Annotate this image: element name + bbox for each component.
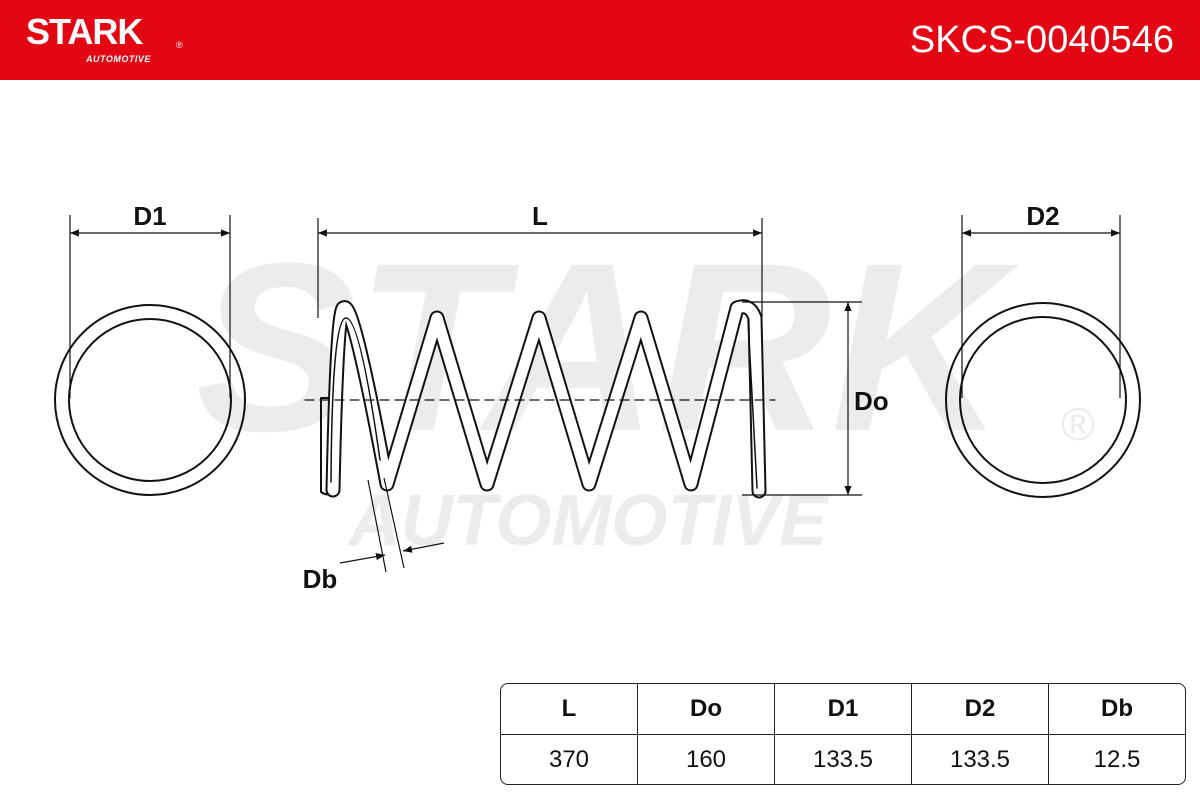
label-l: L	[532, 201, 548, 231]
label-d2: D2	[1026, 201, 1059, 231]
dimension-d1: D1	[69, 201, 231, 398]
watermark-subtitle: AUTOMOTIVE	[347, 481, 830, 561]
dimension-do: Do	[742, 301, 889, 496]
end-ring-right	[945, 302, 1141, 498]
dimension-d2: D2	[961, 201, 1121, 398]
value-cell: 160	[637, 735, 774, 784]
brand-subtitle: AUTOMOTIVE	[86, 54, 151, 64]
header-cell: D1	[774, 684, 911, 734]
brand-logo: STARK ® AUTOMOTIVE	[26, 11, 183, 65]
header-cell: L	[561, 695, 577, 722]
registered-mark: ®	[176, 40, 183, 50]
spec-table-header: L Do D1 D2 Db	[501, 684, 1185, 734]
label-d1: D1	[133, 201, 166, 231]
label-db: Db	[303, 564, 338, 594]
dimension-db: Db	[303, 477, 445, 594]
header-cell: Do	[637, 684, 774, 734]
brand-name: STARK	[26, 11, 143, 52]
label-do: Do	[854, 386, 889, 416]
dimension-l: L	[317, 201, 763, 318]
end-ring-left	[54, 304, 246, 496]
spec-table: L Do D1 D2 Db 370 160 133.5 133.5 12.5	[500, 683, 1186, 785]
watermark-registered: ®	[1061, 398, 1095, 450]
value-cell: 133.5	[774, 735, 911, 784]
header-cell: D2	[911, 684, 1048, 734]
header-bar: STARK ® AUTOMOTIVE SKCS-0040546	[0, 0, 1200, 80]
value-cell: 133.5	[911, 735, 1048, 784]
part-number: SKCS-0040546	[909, 19, 1174, 61]
value-cell: 370	[548, 746, 590, 773]
header-cell: Db	[1048, 684, 1185, 734]
coil-spring	[304, 299, 776, 499]
value-cell: 12.5	[1048, 735, 1185, 784]
spec-table-values: 370 160 133.5 133.5 12.5	[501, 734, 1185, 784]
